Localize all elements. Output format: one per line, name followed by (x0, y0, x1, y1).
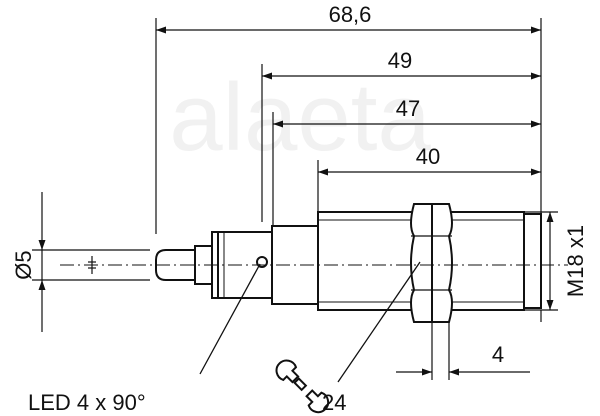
extension-lines (32, 18, 558, 380)
sensor-body (155, 203, 542, 323)
led-callout-label: LED 4 x 90° (28, 390, 146, 415)
watermark: alaeta (169, 64, 431, 171)
lock-nut-1 (410, 203, 433, 323)
dim-49-label: 49 (388, 48, 412, 73)
wrench-size-label: 24 (322, 390, 346, 415)
thread-spec-label: M18 x1 (563, 225, 588, 297)
dim-47-label: 47 (396, 96, 420, 121)
led-leader (199, 263, 261, 375)
wrench-leader (337, 261, 421, 383)
cable-diameter-label: Ø5 (11, 250, 36, 279)
svg-text:alaeta: alaeta (169, 64, 431, 171)
dim-40-label: 40 (416, 144, 440, 169)
sensing-face (523, 213, 542, 309)
lock-nut-2 (431, 203, 453, 323)
cable-marks (88, 256, 96, 274)
nut-width-label: 4 (492, 342, 504, 367)
dim-overall-label: 68,6 (329, 2, 372, 27)
wrench-icon (275, 359, 330, 414)
dimension-lines (38, 26, 554, 376)
